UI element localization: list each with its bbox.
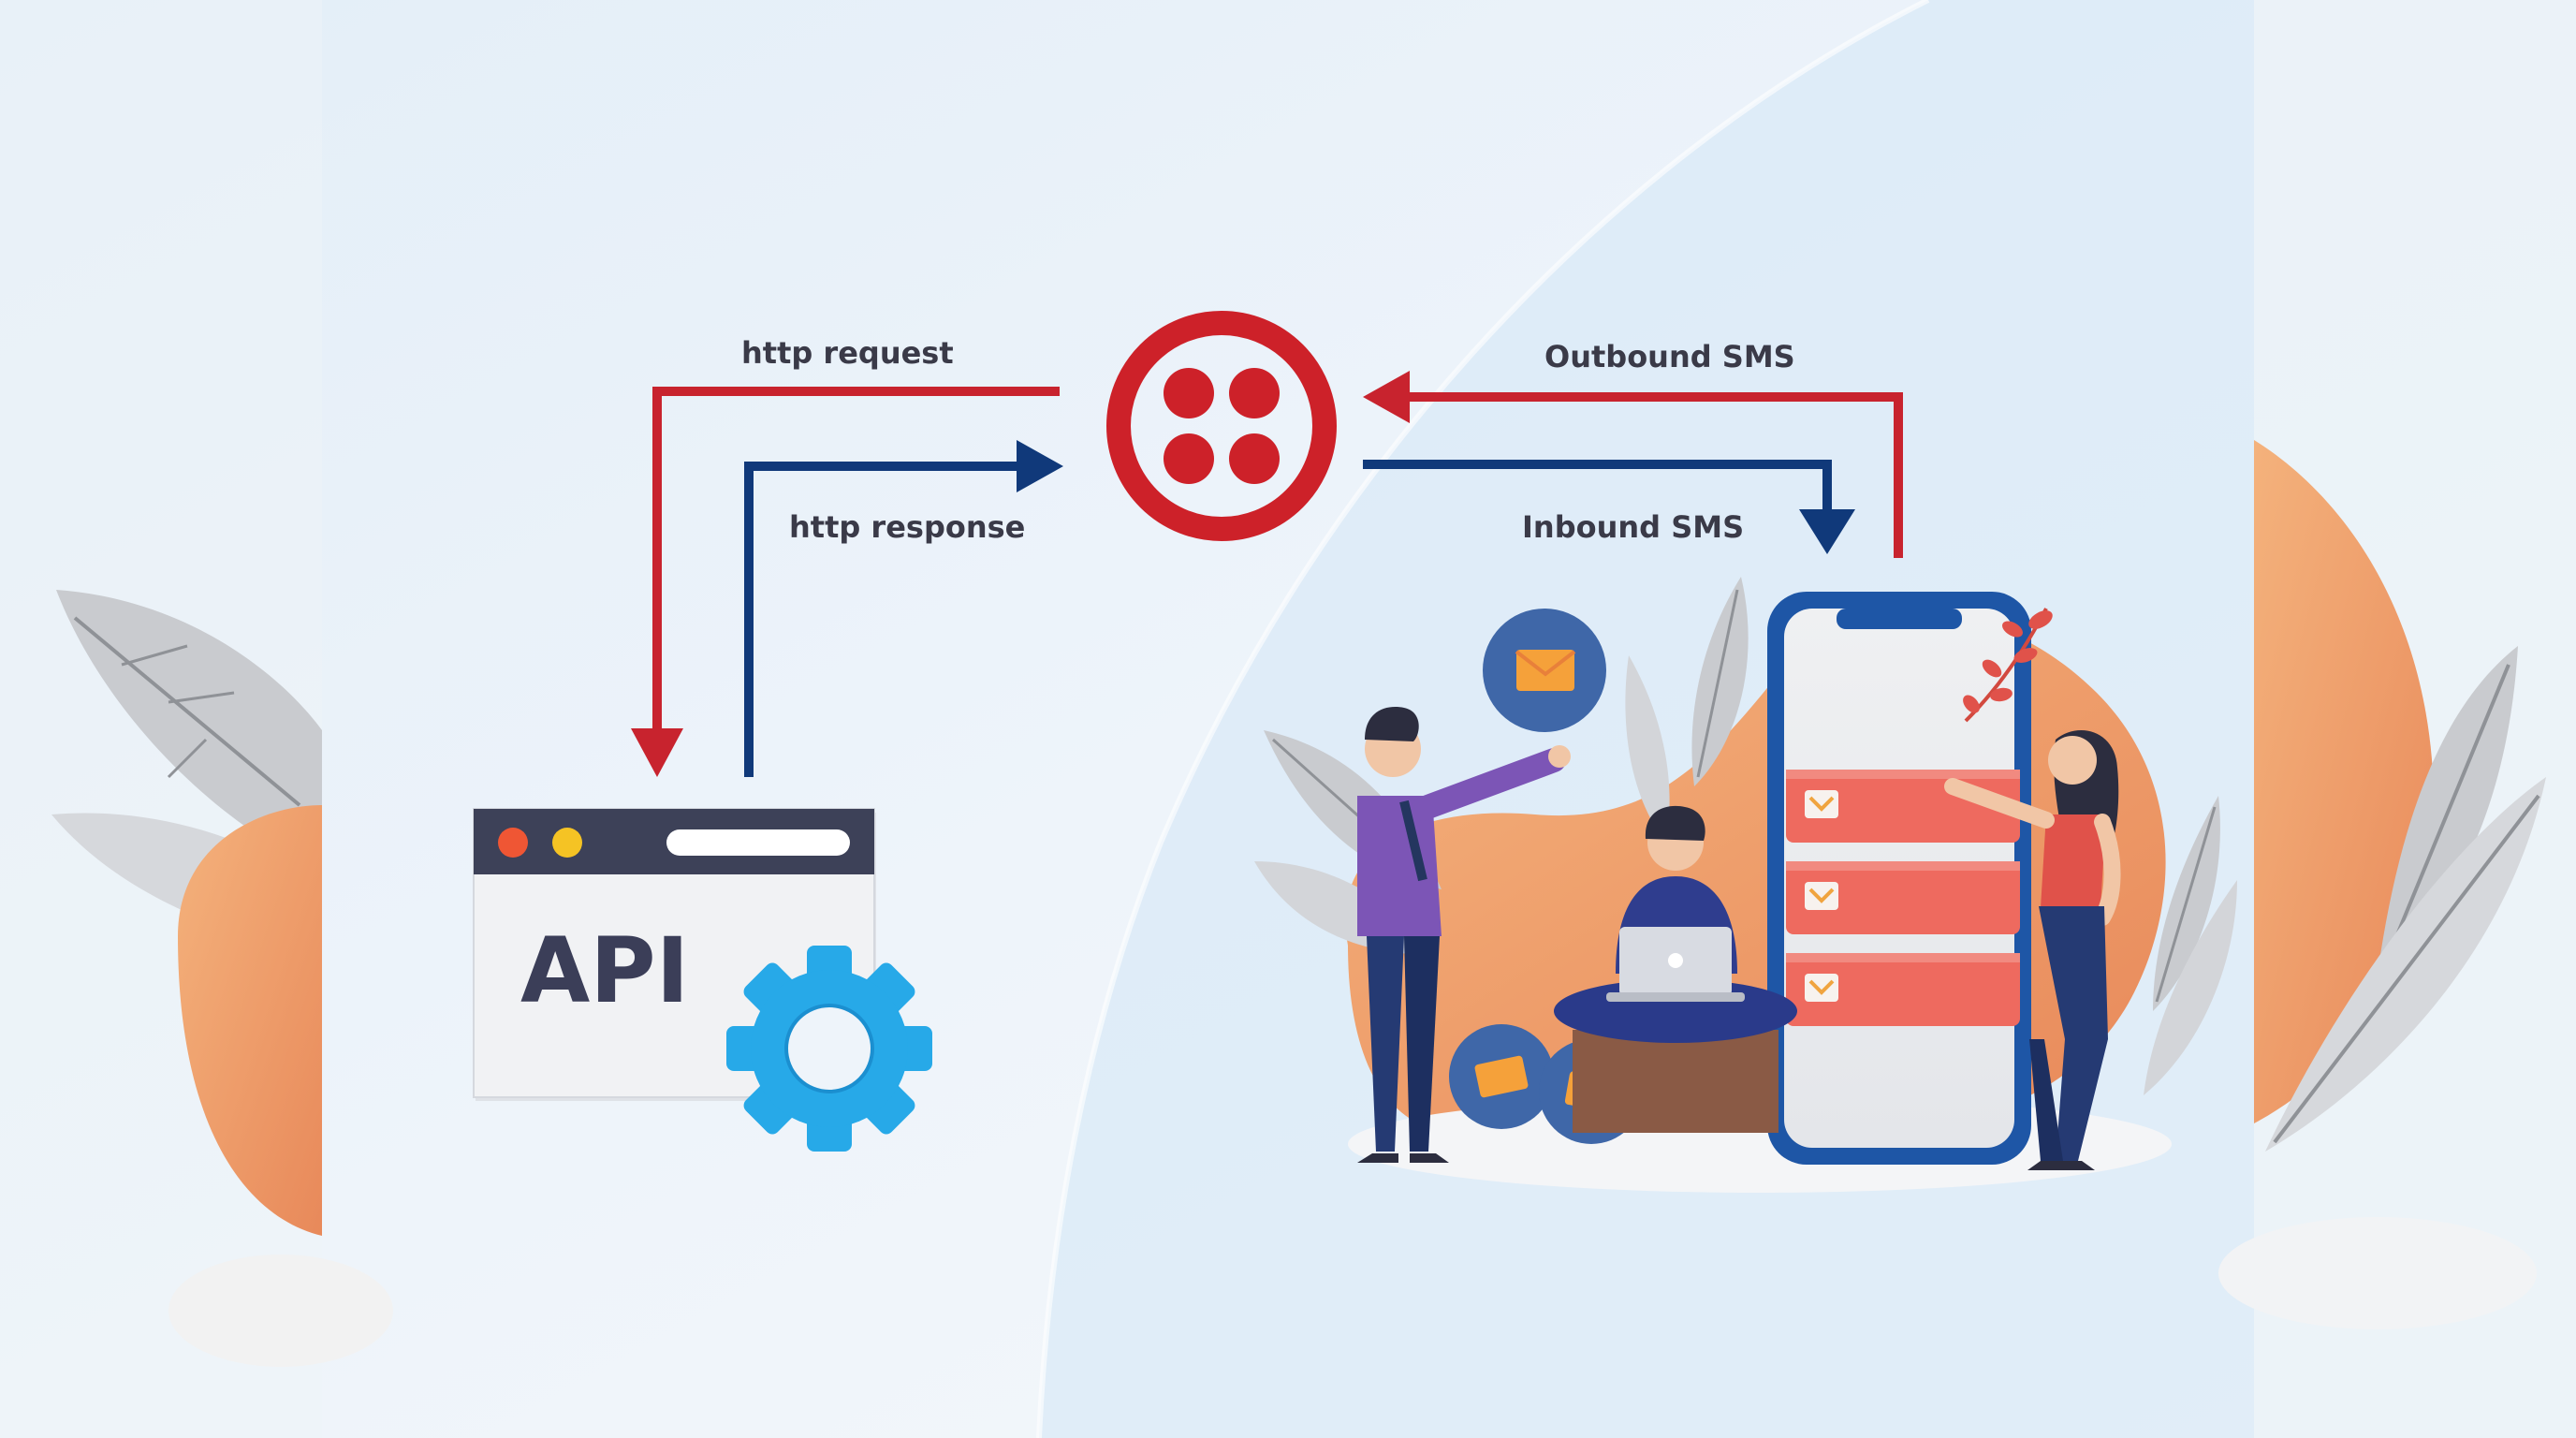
right-leaf-decoration: [2218, 0, 2576, 1438]
window-address-bar: [666, 829, 850, 856]
outbound-sms-label: Outbound SMS: [1544, 339, 1795, 374]
http-request-label: http request: [741, 335, 954, 371]
leaf-icon: [1625, 655, 1670, 843]
envelope-icon: [1474, 1055, 1529, 1098]
envelope-icon: [1805, 790, 1838, 818]
phone-notch: [1837, 609, 1962, 629]
envelope-badge-top: [1483, 609, 1606, 732]
twilio-logo-icon: [1106, 311, 1337, 541]
envelope-icon: [1805, 882, 1838, 910]
background-swoosh-edge: [1036, 0, 1930, 1438]
http-request-arrow: [631, 387, 1060, 777]
gear-icon: [726, 946, 932, 1152]
flower-sprig: [1963, 608, 2053, 723]
window-minimize-dot: [552, 828, 582, 858]
envelope-icon: [1805, 974, 1838, 1002]
leaf-icon: [2265, 777, 2546, 1152]
phone: [1767, 592, 2053, 1165]
http-response-label: http response: [789, 509, 1025, 545]
http-response-arrow: [744, 440, 1063, 777]
leaf-icon: [2144, 880, 2237, 1095]
envelope-icon: [1516, 650, 1574, 691]
api-label: API: [520, 918, 689, 1023]
left-leaf-decoration: [0, 0, 393, 1438]
outbound-sms-arrow: [1363, 371, 1903, 558]
inbound-sms-label: Inbound SMS: [1522, 509, 1744, 545]
message-card: [1786, 953, 2020, 1026]
woman-standing-figure: [1944, 730, 2121, 1170]
window-close-dot: [498, 828, 528, 858]
message-card: [1786, 861, 2020, 934]
envelope-badge-bottom-left: [1449, 1024, 1554, 1129]
man-standing-figure: [1357, 707, 1571, 1163]
inbound-sms-arrow: [1363, 460, 1855, 554]
laptop-icon: [1606, 927, 1745, 1002]
seated-man-figure: [1554, 805, 1797, 1133]
